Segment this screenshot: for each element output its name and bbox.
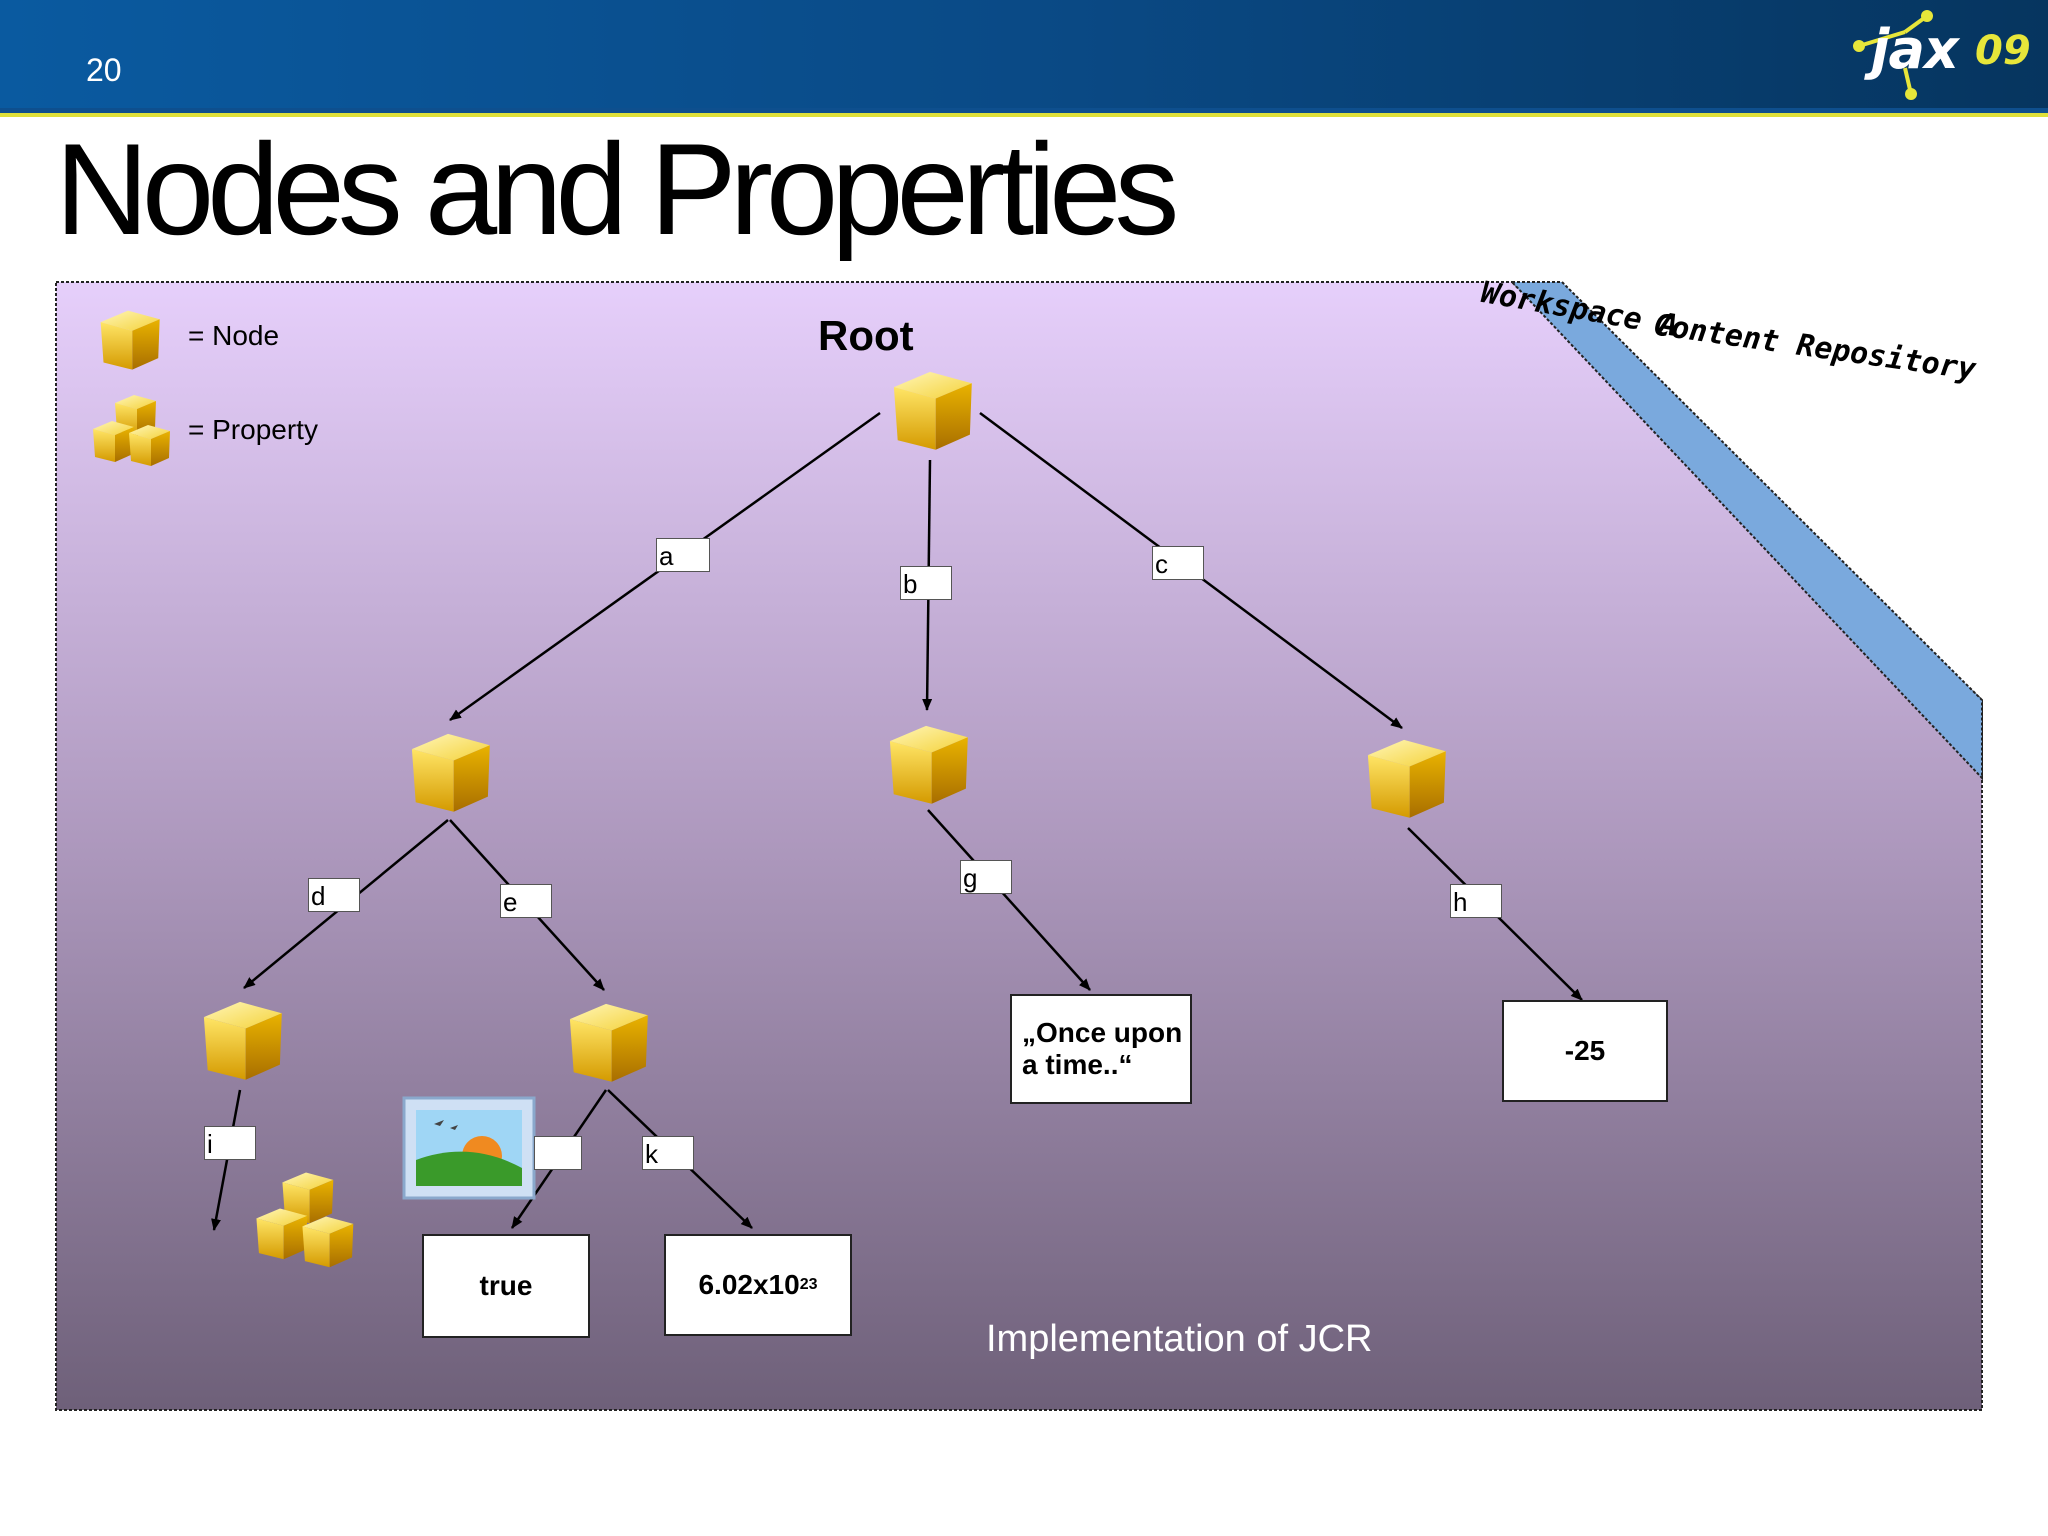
edge-label-j (534, 1136, 582, 1170)
value-once-line1: „Once upon (1022, 1017, 1183, 1048)
logo-text: jax (1871, 18, 1959, 81)
node-root (893, 371, 972, 450)
legend-node-cube (100, 310, 160, 370)
edge-label-a: a (656, 538, 710, 572)
node-d (203, 1001, 282, 1080)
legend-property-label: = Property (188, 414, 318, 445)
edge-label-e: e (500, 884, 552, 918)
page-title: Nodes and Properties (55, 116, 1179, 262)
value-once-line2: a time..“ (1022, 1049, 1133, 1080)
workspace-ribbon (1509, 281, 1983, 781)
header-bar (0, 0, 2048, 108)
edge-label-b: b (900, 566, 952, 600)
value-avogadro-base: 6.02x10 (698, 1269, 800, 1300)
root-label: Root (818, 312, 914, 359)
header-divider (0, 108, 2048, 113)
edge-label-k: k (642, 1136, 694, 1170)
diagram-footer: Implementation of JCR (986, 1318, 1373, 1360)
edge-label-h: h (1450, 884, 1502, 918)
edge-i (211, 1089, 242, 1231)
jax-logo: jax 09 (1845, 8, 2045, 104)
edge-label-c: c (1152, 546, 1204, 580)
node-b (889, 725, 968, 804)
node-a (411, 733, 490, 812)
value-avogadro-exp: 23 (799, 1276, 818, 1293)
edge-label-i: i (204, 1126, 256, 1160)
edge-g (927, 809, 1091, 991)
logo-number: 09 (1975, 28, 2031, 74)
edge-label-g: g (960, 860, 1012, 894)
picture-icon (402, 1096, 536, 1200)
edge-label-d: d (308, 878, 360, 912)
value-negative: -25 (1502, 1000, 1668, 1102)
header-accent-line (0, 113, 2048, 117)
value-once-upon-a-time: „Once upon a time..“ (1010, 994, 1192, 1104)
legend-node-label: = Node (188, 320, 280, 351)
slide-number: 20 (86, 52, 122, 88)
value-true: true (422, 1234, 590, 1338)
node-c (1367, 739, 1446, 818)
node-e (569, 1003, 648, 1082)
diagram-panel (55, 281, 1983, 1411)
